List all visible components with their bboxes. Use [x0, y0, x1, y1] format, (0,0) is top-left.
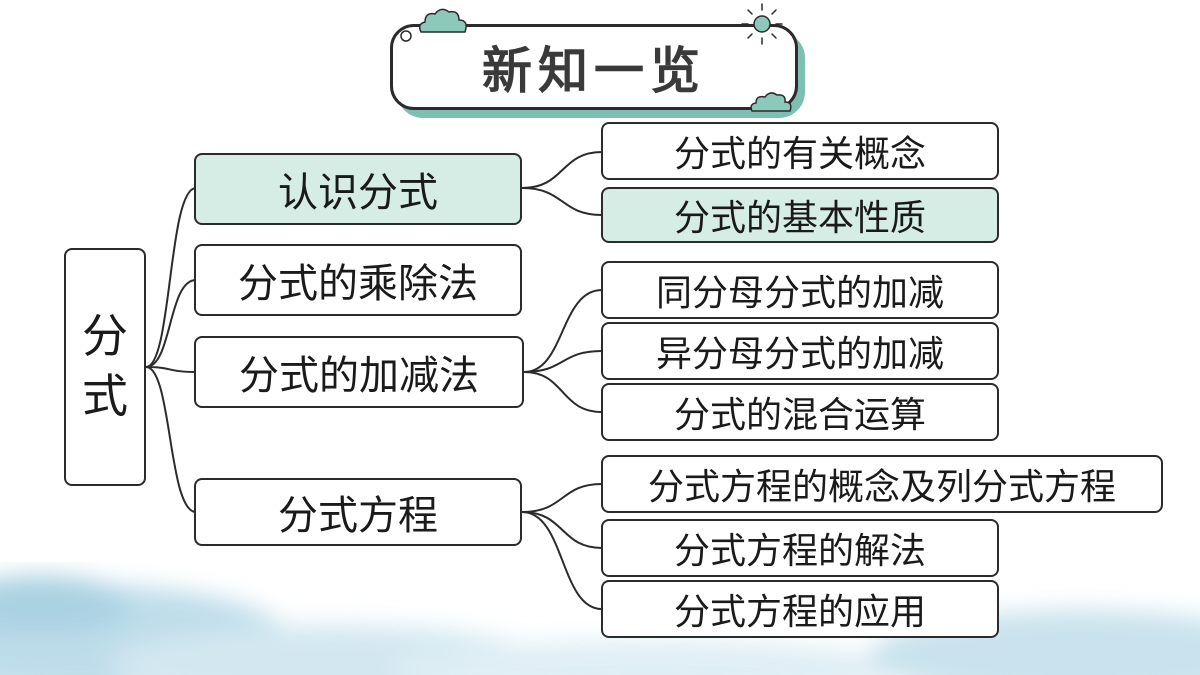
branch-node-2: 分式的乘除法: [194, 244, 522, 316]
root-node: 分 式: [64, 248, 146, 486]
leaf-node: 分式的混合运算: [601, 383, 999, 441]
cloud-icon: [750, 92, 792, 112]
connector-root-branch-1: [145, 187, 197, 368]
leaf-node: 异分母分式的加减: [601, 322, 999, 380]
connector-b4-c2: [521, 511, 603, 549]
leaf-node: 分式方程的应用: [601, 580, 999, 638]
branch-node-4: 分式方程: [194, 478, 522, 546]
leaf-node: 分式方程的概念及列分式方程: [601, 455, 1163, 513]
cloud-icon: [418, 8, 467, 33]
leaf-label: 分式的有关概念: [673, 134, 926, 175]
branch-node-1: 认识分式: [194, 153, 522, 225]
root-label-line-2: 式: [82, 369, 128, 423]
title-ring-icon: [400, 30, 412, 42]
branch-node-3: 分式的加减法: [194, 336, 524, 408]
page-title: 新知一览: [390, 24, 798, 110]
leaf-label: 分式方程的概念及列分式方程: [647, 467, 1116, 508]
connector-root-branch-2: [145, 279, 197, 368]
connector-b3-c3: [523, 371, 603, 413]
branch-label: 分式的乘除法: [238, 261, 478, 307]
title-banner: 新知一览: [385, 10, 815, 118]
branch-label: 认识分式: [278, 170, 438, 216]
branch-label: 分式方程: [278, 493, 438, 539]
leaf-label: 分式方程的应用: [673, 592, 926, 633]
leaf-label: 分式的混合运算: [673, 395, 926, 436]
connector-b4-c1: [521, 483, 603, 513]
sun-icon: [741, 3, 783, 45]
connector-b3-c2: [523, 350, 603, 373]
connector-root-branch-3: [145, 366, 197, 373]
root-label-line-1: 分: [82, 309, 128, 364]
connector-b1-c2: [521, 187, 603, 216]
leaf-node: 同分母分式的加减: [601, 261, 999, 319]
connector-b1-c1: [521, 151, 603, 189]
leaf-label: 分式方程的解法: [673, 531, 926, 572]
leaf-label: 异分母分式的加减: [655, 334, 944, 375]
leaf-label: 分式的基本性质: [673, 198, 926, 239]
leaf-label: 同分母分式的加减: [655, 273, 944, 314]
connector-b3-c1: [523, 289, 603, 373]
connector-root-branch-4: [145, 366, 197, 513]
branch-label: 分式的加减法: [239, 353, 479, 399]
leaf-node: 分式方程的解法: [601, 519, 999, 577]
connector-b4-c3: [521, 511, 603, 610]
leaf-node: 分式的有关概念: [601, 122, 999, 180]
leaf-node: 分式的基本性质: [601, 187, 999, 243]
